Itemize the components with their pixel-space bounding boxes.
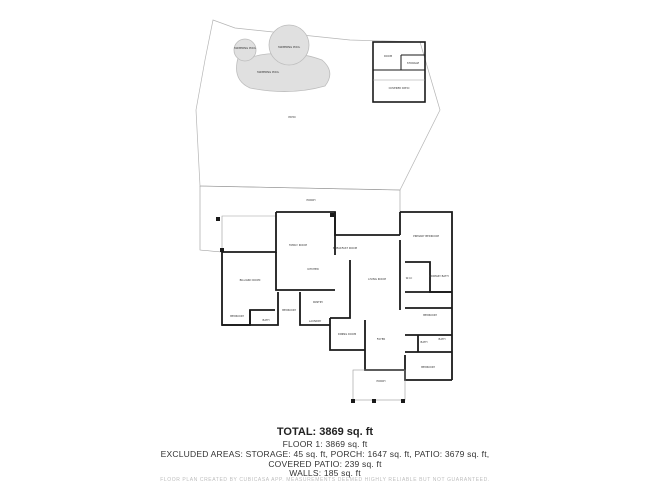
room-label-bath-1: BATH xyxy=(263,318,270,322)
room-label-bath-3: BATH xyxy=(439,337,446,341)
room-label-swimming-pool-b: SWIMMING POOL xyxy=(278,45,301,49)
room-label-pantry: PANTRY xyxy=(313,300,323,304)
covered-patio-area: COVERED PATIO: 239 sq. ft xyxy=(268,459,382,469)
room-label-kitchen: KITCHEN xyxy=(307,267,318,271)
room-label-bedroom-4: BEDROOM xyxy=(421,365,435,369)
floor-plan: SWIMMING POOL SWIMMING POOL SWIMMING POO… xyxy=(195,19,453,403)
room-label-swimming-pool-c: SWIMMING POOL xyxy=(257,70,280,74)
room-label-wic: W.I.C xyxy=(406,276,413,280)
swimming-pool xyxy=(233,24,331,92)
outbuilding xyxy=(372,41,426,103)
room-label-foyer: FOYER xyxy=(377,337,386,341)
room-label-dining-room: DINING ROOM xyxy=(338,332,356,336)
room-label-covered-patio: COVERED PATIO xyxy=(389,86,410,90)
room-label-living-room: LIVING ROOM xyxy=(368,277,386,281)
floor-1-area: FLOOR 1: 3869 sq. ft xyxy=(282,439,368,449)
front-porch xyxy=(351,369,406,403)
room-label-family-room: FAMILY ROOM xyxy=(289,243,307,247)
total-area: TOTAL: 3869 sq. ft xyxy=(276,426,374,438)
house-walls xyxy=(221,211,453,381)
room-label-bedroom-1: BEDROOM xyxy=(230,314,244,318)
room-label-bedroom-2: BEDROOM xyxy=(282,308,296,312)
disclaimer: FLOOR PLAN CREATED BY CUBICASA APP. MEAS… xyxy=(160,477,490,483)
room-label-room-out: ROOM xyxy=(384,54,392,58)
room-label-storage: STORAGE xyxy=(407,61,420,65)
walls-area: WALLS: 185 sq. ft xyxy=(289,468,361,478)
room-label-laundry: LAUNDRY xyxy=(309,319,322,323)
room-label-porch-front: PORCH xyxy=(376,379,385,383)
room-label-bath-2: BATH xyxy=(421,340,428,344)
room-label-billiard-room: BILLIARD ROOM xyxy=(240,278,261,282)
room-label-patio: PATIO xyxy=(288,115,295,119)
patio-outline xyxy=(195,19,441,191)
room-label-primary-bedroom: PRIMARY BEDROOM xyxy=(413,234,439,238)
room-label-breakfast-room: BREAKFAST ROOM xyxy=(333,246,357,250)
rear-porch xyxy=(199,185,401,253)
excluded-areas: EXCLUDED AREAS: STORAGE: 45 sq. ft, PORC… xyxy=(160,449,490,459)
room-label-primary-bath: PRIMARY BATH xyxy=(429,274,448,278)
room-label-swimming-pool-a: SWIMMING POOL xyxy=(234,46,257,50)
room-label-porch: PORCH xyxy=(306,198,315,202)
room-label-bedroom-3: BEDROOM xyxy=(423,313,437,317)
